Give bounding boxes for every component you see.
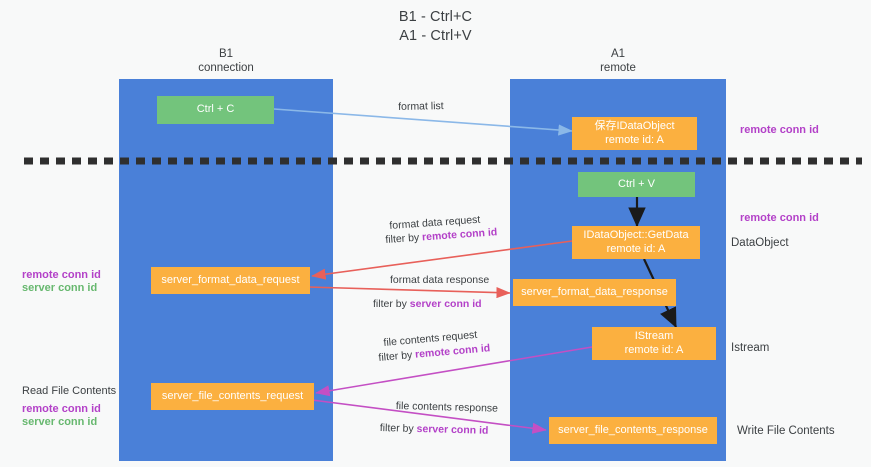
- node-idataobject-getdata-title: IDataObject::GetData: [583, 229, 689, 241]
- node-save-idataobject[interactable]: 保存IDataObject remote id: A: [572, 117, 697, 150]
- node-save-idataobject-subtitle: remote id: A: [605, 133, 664, 146]
- node-ctrl-c-label: Ctrl + C: [196, 103, 235, 116]
- node-idataobject-getdata-subtitle: remote id: A: [606, 242, 666, 255]
- column-header-b1-line2: connection: [198, 62, 254, 74]
- right-note-remote-conn-id-top: remote conn id: [740, 124, 819, 136]
- node-ctrl-c[interactable]: Ctrl + C: [157, 96, 274, 124]
- edge-label-format-data-response-text: format data response: [390, 274, 490, 286]
- edge-label-format-data-response: format data response: [390, 274, 489, 287]
- right-note-remote-conn-id-mid: remote conn id: [740, 212, 819, 224]
- edge-label-file-contents-request-filter-prefix: filter by: [378, 348, 416, 364]
- edge-label-format-data-request-filter-prefix: filter by: [385, 231, 423, 246]
- edge-format-data-response: [307, 286, 511, 299]
- node-istream[interactable]: IStream remote id: A: [592, 327, 716, 360]
- right-note-istream: Istream: [731, 342, 770, 354]
- edge-label-file-contents-response-filter-prefix: filter by: [379, 422, 417, 435]
- edge-label-file-contents-response: file contents response: [396, 400, 498, 416]
- column-header-b1-line1: B1: [218, 48, 234, 60]
- node-ctrl-v[interactable]: Ctrl + V: [578, 172, 695, 197]
- column-header-a1-line1: A1: [610, 48, 626, 60]
- column-header-a1: A1 remote: [510, 47, 726, 75]
- node-server-file-contents-response-label: server_file_contents_response: [558, 423, 708, 436]
- edge-label-format-data-response-filter-prefix: filter by: [373, 298, 410, 310]
- edge-label-file-contents-response-filter-highlight: server conn id: [416, 422, 489, 437]
- node-istream-subtitle: remote id: A: [624, 343, 684, 356]
- column-header-b1: B1 connection: [119, 47, 333, 75]
- edge-label-file-contents-response-text: file contents response: [395, 400, 499, 415]
- left-note-read-file-contents: Read File Contents: [22, 385, 117, 397]
- edge-label-format-list-text: format list: [398, 100, 444, 113]
- edge-label-format-data-response-filter-highlight: server conn id: [409, 298, 482, 310]
- node-istream-title: IStream: [634, 330, 674, 342]
- node-server-format-data-response[interactable]: server_format_data_response: [513, 279, 676, 306]
- node-server-file-contents-response[interactable]: server_file_contents_response: [549, 417, 717, 444]
- node-idataobject-getdata[interactable]: IDataObject::GetData remote id: A: [572, 226, 700, 259]
- page-title: B1 - Ctrl+C A1 - Ctrl+V: [0, 8, 871, 46]
- node-server-format-data-response-label: server_format_data_response: [521, 285, 668, 298]
- page-title-line2: A1 - Ctrl+V: [399, 28, 472, 44]
- node-server-format-data-request[interactable]: server_format_data_request: [151, 267, 310, 294]
- column-header-a1-line2: remote: [600, 62, 636, 74]
- node-server-format-data-request-label: server_format_data_request: [161, 273, 300, 286]
- edge-label-format-data-response-filter: filter by server conn id: [373, 298, 482, 311]
- node-ctrl-v-label: Ctrl + V: [618, 177, 655, 190]
- node-server-file-contents-request-label: server_file_contents_request: [161, 389, 304, 402]
- left-note-format-remote-conn-id: remote conn id: [22, 269, 101, 281]
- left-note-file-remote-conn-id: remote conn id: [22, 403, 101, 415]
- page-title-line1: B1 - Ctrl+C: [398, 9, 473, 25]
- node-server-file-contents-request[interactable]: server_file_contents_request: [151, 383, 314, 410]
- edge-label-format-list: format list: [398, 100, 444, 114]
- left-note-file-server-conn-id: server conn id: [22, 416, 98, 428]
- left-note-format-server-conn-id: server conn id: [22, 282, 98, 294]
- node-save-idataobject-title: 保存IDataObject: [594, 120, 675, 132]
- right-note-dataobject: DataObject: [731, 237, 789, 249]
- edge-label-file-contents-response-filter: filter by server conn id: [380, 422, 489, 438]
- right-note-write-file-contents: Write File Contents: [737, 425, 835, 437]
